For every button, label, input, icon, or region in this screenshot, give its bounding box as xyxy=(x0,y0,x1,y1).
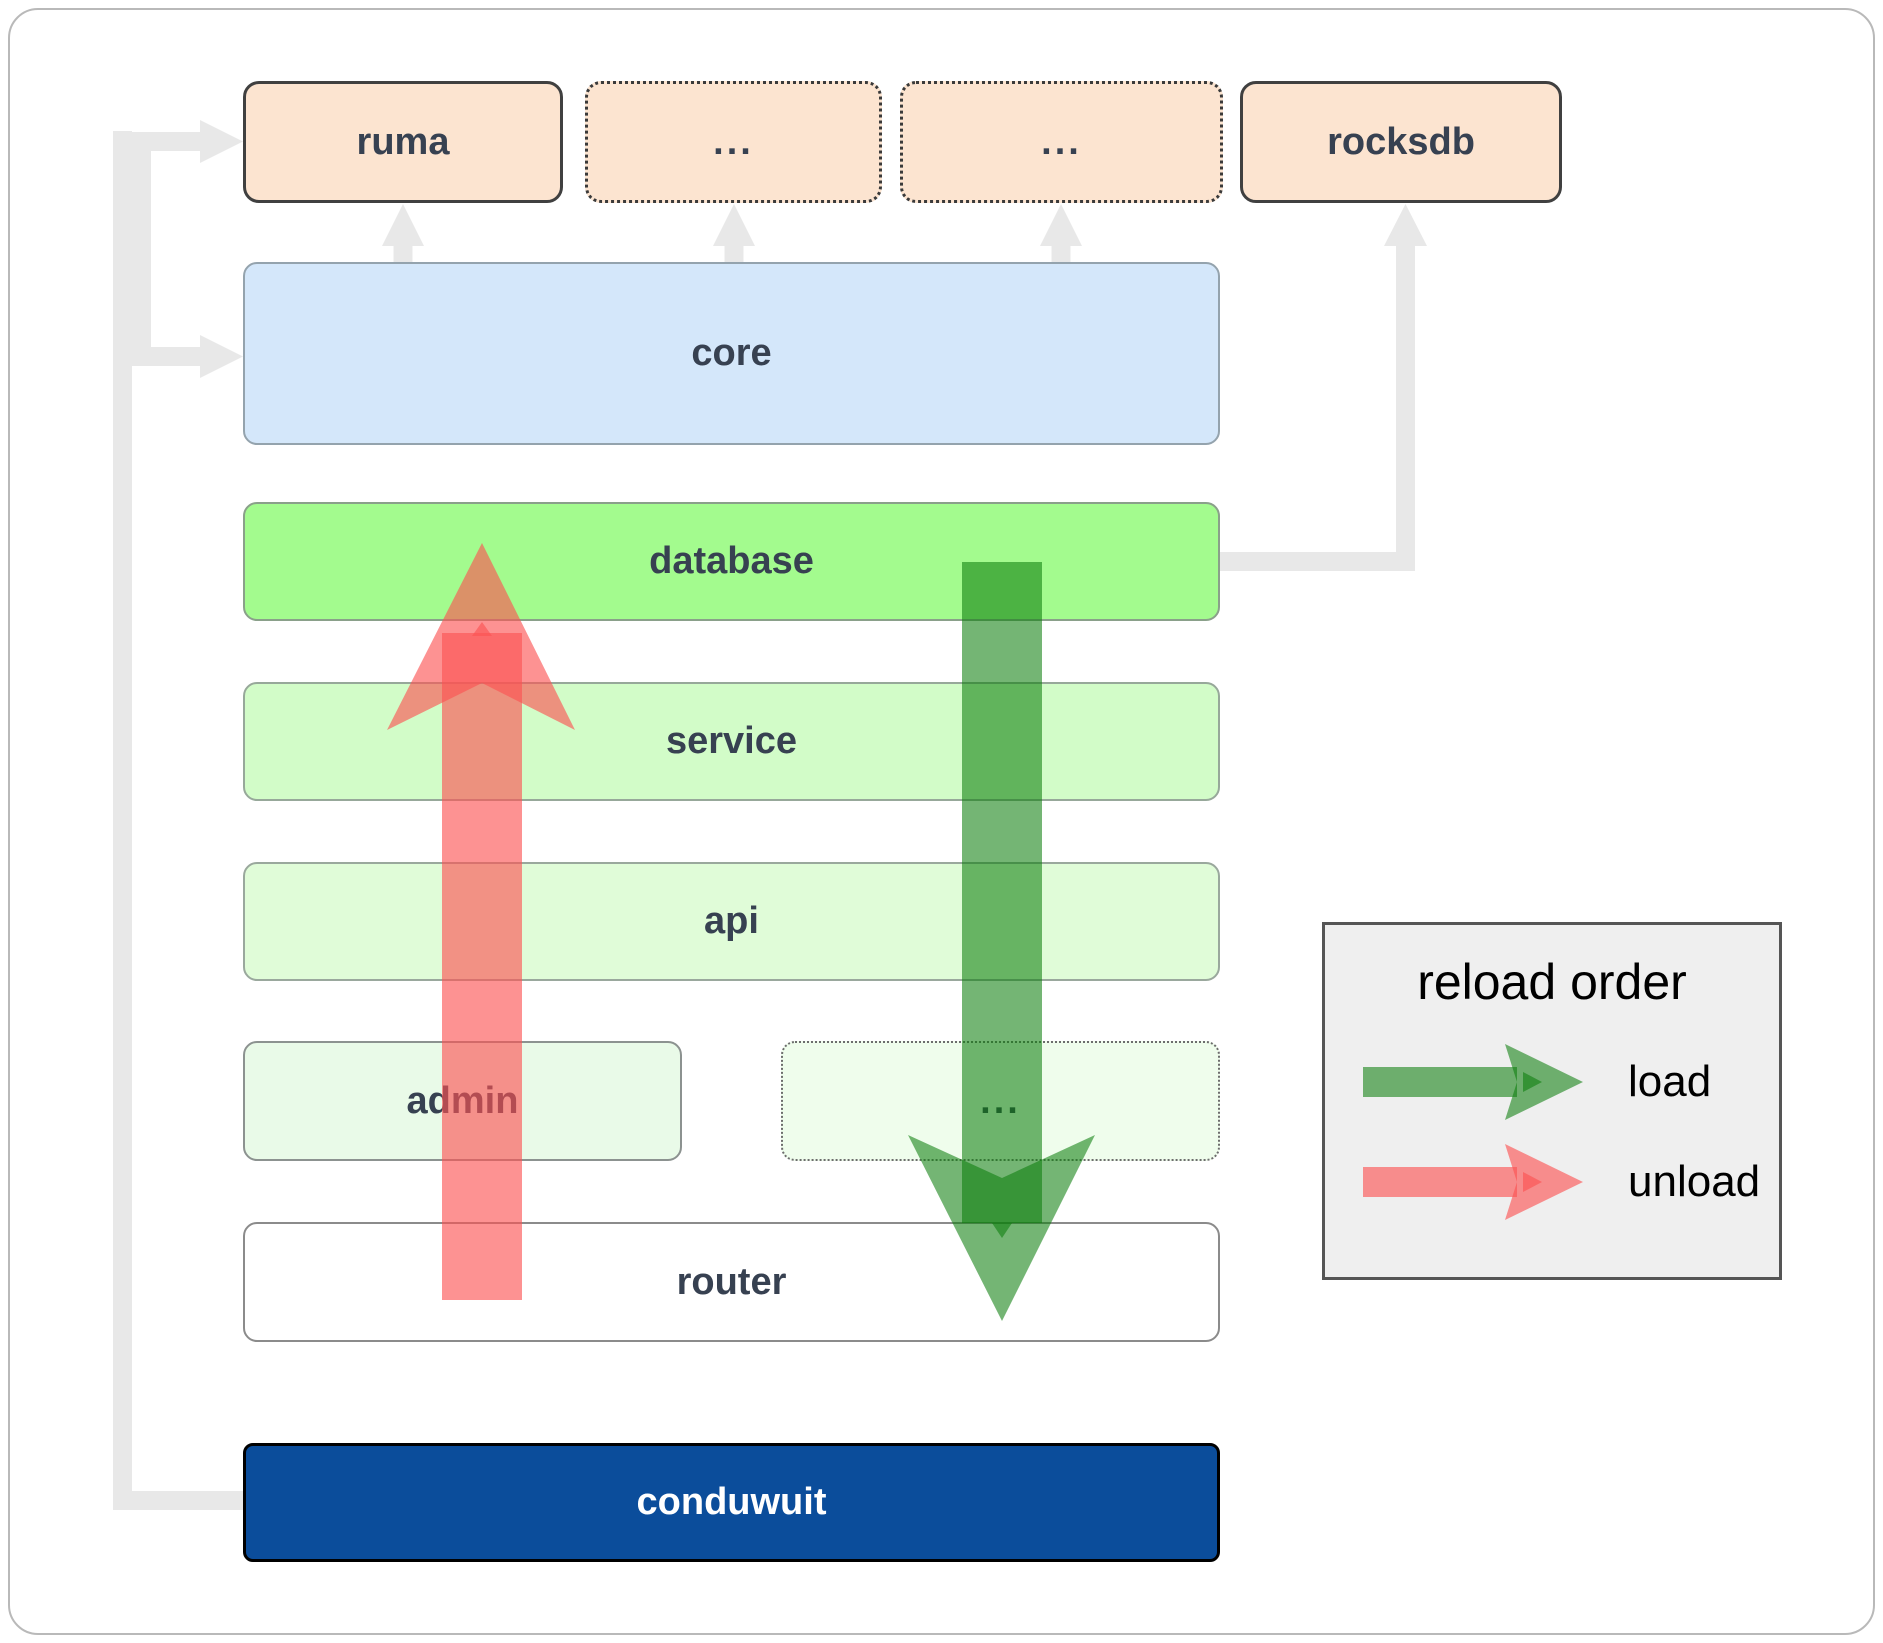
node-api: api xyxy=(243,862,1220,981)
legend-title: reload order xyxy=(1417,954,1687,1010)
node-database: database xyxy=(243,502,1220,621)
node-ellipsis-3-label: ... xyxy=(980,1079,1021,1122)
node-ruma: ruma xyxy=(243,81,563,203)
node-api-label: api xyxy=(704,900,759,942)
node-ellipsis-1: ... xyxy=(585,81,882,203)
legend-box: reload order load unload xyxy=(1322,922,1782,1280)
node-router: router xyxy=(243,1222,1220,1342)
node-rocksdb-label: rocksdb xyxy=(1327,120,1475,163)
node-router-label: router xyxy=(676,1260,787,1303)
legend-load-label: load xyxy=(1628,1057,1712,1106)
node-database-label: database xyxy=(649,540,814,582)
node-conduwuit-label: conduwuit xyxy=(636,1481,827,1523)
node-rocksdb: rocksdb xyxy=(1240,81,1562,203)
legend-unload-label: unload xyxy=(1628,1157,1761,1206)
node-service-label: service xyxy=(665,720,797,762)
node-service: service xyxy=(243,682,1220,801)
node-ellipsis-2: ... xyxy=(900,81,1223,203)
node-conduwuit: conduwuit xyxy=(243,1443,1220,1562)
node-ruma-label: ruma xyxy=(356,120,450,163)
node-ellipsis-1-label: ... xyxy=(713,120,754,163)
node-ellipsis-2-label: ... xyxy=(1041,120,1082,163)
node-core: core xyxy=(243,262,1220,445)
outer-frame xyxy=(8,8,1875,1635)
node-admin: admin xyxy=(243,1041,682,1161)
node-core-label: core xyxy=(691,332,772,374)
node-admin-label: admin xyxy=(406,1079,519,1122)
node-ellipsis-3: ... xyxy=(781,1041,1220,1161)
